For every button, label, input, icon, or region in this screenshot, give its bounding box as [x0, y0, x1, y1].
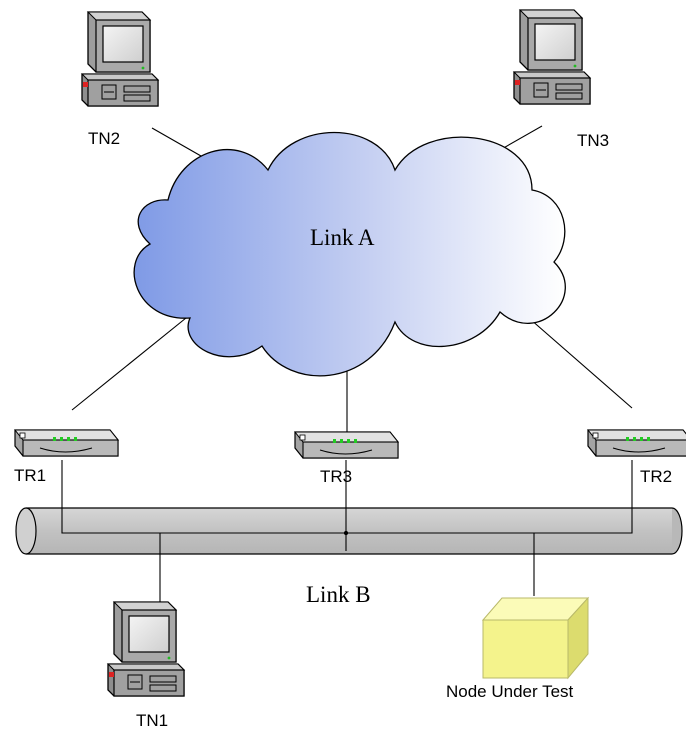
router-icon	[294, 431, 399, 459]
computer-tn3: TN3	[513, 9, 609, 150]
computer-tn1: TN1	[107, 601, 185, 730]
node-under-test-label: Node Under Test	[446, 682, 574, 701]
cloud-icon	[133, 131, 566, 377]
router-tr3: TR3	[294, 431, 399, 486]
tr3-label: TR3	[320, 467, 352, 486]
computer-tn2: TN2	[81, 11, 159, 148]
router-icon	[587, 429, 686, 457]
tr1-label: TR1	[14, 466, 46, 485]
tr2-label: TR2	[640, 467, 672, 486]
node-under-test-cube-icon: Node Under Test	[446, 596, 590, 701]
link-a-label: Link A	[310, 225, 375, 250]
desktop-computer-icon	[81, 11, 159, 107]
link-b-label: Link B	[306, 582, 371, 607]
link-cloud-tr2	[521, 311, 633, 409]
cube-side	[567, 596, 589, 680]
bus-right-end	[671, 507, 683, 555]
desktop-computer-icon	[107, 601, 185, 697]
bus-left-end	[15, 507, 37, 555]
ethernet-bus-icon	[15, 507, 683, 555]
bus-connections	[61, 460, 633, 604]
router-tr2: TR2	[587, 429, 686, 486]
tn2-label: TN2	[88, 129, 120, 148]
link-cloud-tr1	[71, 317, 187, 411]
router-icon	[14, 429, 119, 457]
link-b-bus	[26, 508, 672, 554]
router-tr1: TR1	[14, 429, 119, 485]
link-a-cloud	[133, 131, 566, 377]
tn1-label: TN1	[136, 711, 168, 730]
desktop-computer-icon	[513, 9, 591, 105]
tn3-label: TN3	[577, 131, 609, 150]
cube-front-full	[482, 619, 569, 679]
